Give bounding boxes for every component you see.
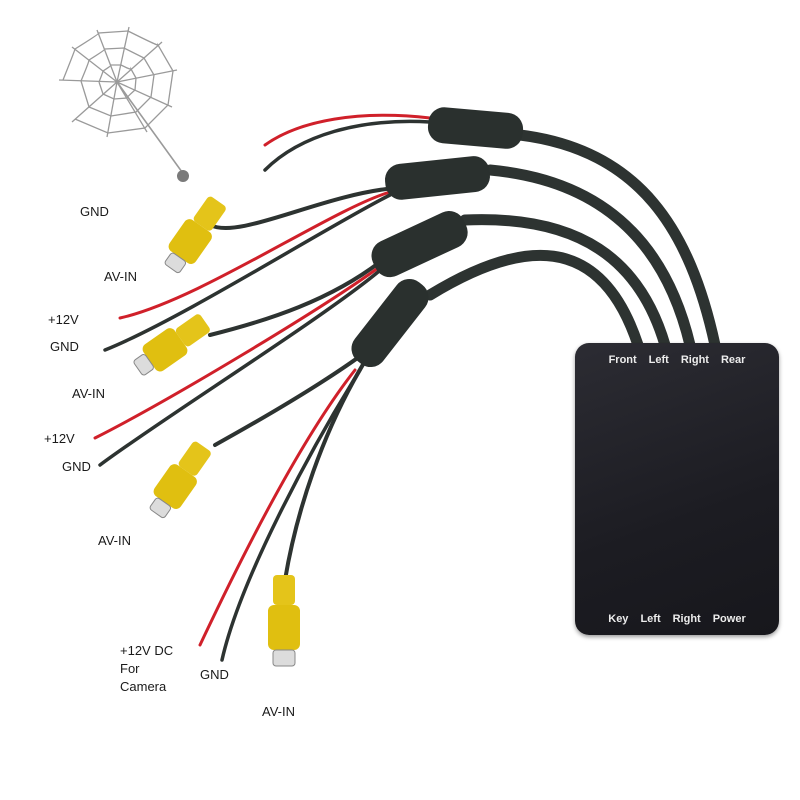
port-label-power: Power xyxy=(712,613,746,625)
port-label-key: Key xyxy=(608,613,629,625)
gnd-label-1: GND xyxy=(80,204,109,219)
spider-web-icon xyxy=(58,26,189,182)
av-in-label-4: AV-IN xyxy=(262,704,295,719)
input-port-labels: Front Left Right Rear xyxy=(575,354,779,366)
rca-connectors xyxy=(133,196,300,667)
plus12v-label-3: +12V xyxy=(44,431,75,446)
port-label-front: Front xyxy=(608,354,637,366)
av-in-label-3: AV-IN xyxy=(98,533,131,548)
camera-label: Camera xyxy=(120,679,167,694)
trigger-port-labels: Key Left Right Power xyxy=(575,613,779,625)
plus12v-label-2: +12V xyxy=(48,312,79,327)
port-label-right: Right xyxy=(680,354,709,366)
port-label-rear: Rear xyxy=(720,354,746,366)
gnd-label-4: GND xyxy=(200,667,229,682)
port-label-left: Left xyxy=(648,354,669,366)
video-switch-box: Front Left Right Rear Key Left Right Pow… xyxy=(575,343,779,635)
port-label-right-trigger: Right xyxy=(672,613,701,625)
plus12v-dc-label: +12V DC xyxy=(120,643,174,658)
av-in-label-1: AV-IN xyxy=(104,269,137,284)
cable-bundle xyxy=(93,107,721,662)
gnd-label-2: GND xyxy=(50,339,79,354)
av-in-label-2: AV-IN xyxy=(72,386,105,401)
gnd-label-3: GND xyxy=(62,459,91,474)
port-label-left-trigger: Left xyxy=(640,613,661,625)
for-label: For xyxy=(120,661,140,676)
